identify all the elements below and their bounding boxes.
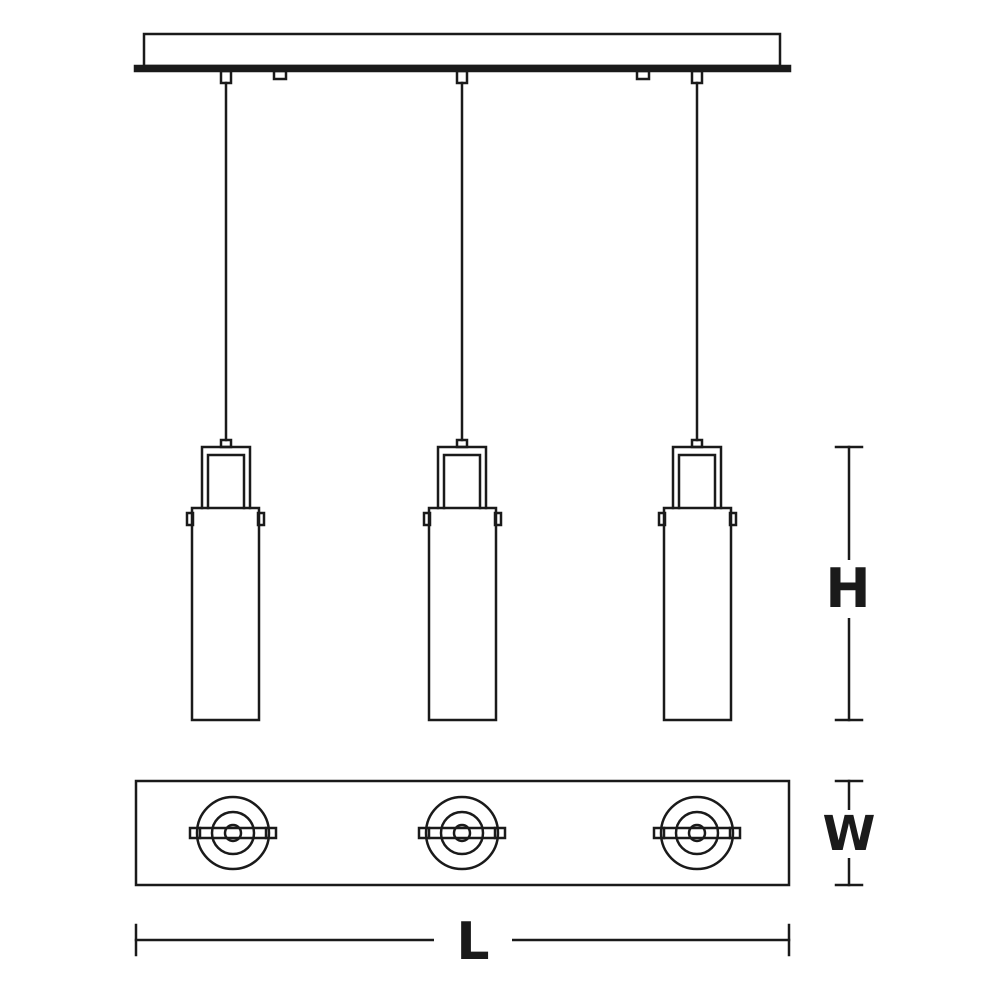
socket-holder — [671, 445, 723, 510]
shade-clip-right — [256, 511, 266, 527]
glass-shade — [427, 506, 498, 722]
glass-shade — [190, 506, 261, 722]
mounting-screw-right — [635, 69, 651, 81]
cord-grip — [219, 69, 233, 85]
top-view-canopy — [134, 779, 791, 887]
pendant-left — [185, 69, 266, 722]
height-label: H — [818, 560, 878, 618]
shade-clip-left — [185, 511, 195, 527]
socket-holder — [436, 445, 488, 510]
shade-clip-right — [493, 511, 503, 527]
pendant-right — [657, 69, 738, 722]
mounting-screw-left — [272, 69, 288, 81]
shade-clip-left — [657, 511, 667, 527]
cord-grip — [455, 69, 469, 85]
socket-holder — [200, 445, 252, 510]
canopy — [133, 32, 792, 81]
cord-grip — [690, 69, 704, 85]
glass-shade — [662, 506, 733, 722]
pendant-center — [422, 69, 503, 722]
shade-clip-left — [422, 511, 432, 527]
top-view-shade-center — [417, 795, 507, 871]
length-label: L — [434, 916, 512, 968]
width-label: W — [816, 810, 882, 858]
shade-clip-right — [728, 511, 738, 527]
top-view-shade-right — [652, 795, 742, 871]
top-view-shade-left — [188, 795, 278, 871]
